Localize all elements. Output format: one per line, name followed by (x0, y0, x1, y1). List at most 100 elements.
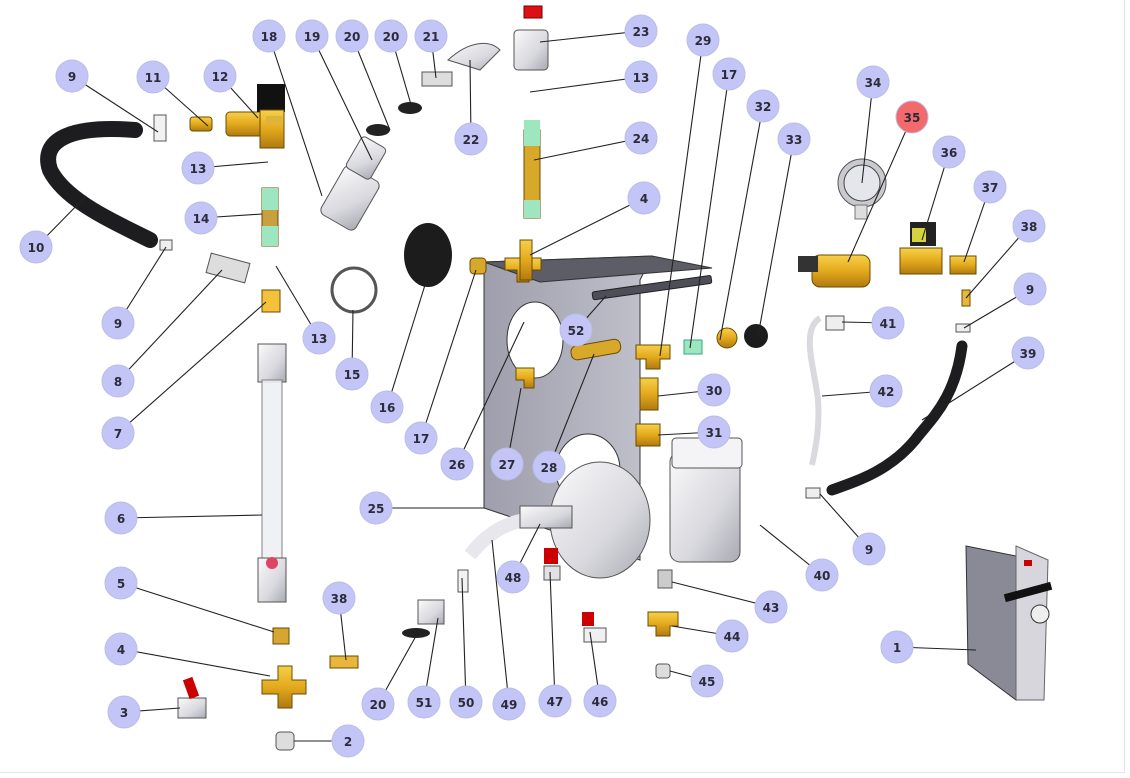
callout-circle[interactable] (777, 122, 811, 156)
callout-circle[interactable] (690, 664, 724, 698)
callout-45-cap[interactable]: 45 (690, 664, 724, 698)
callout-circle[interactable] (932, 135, 966, 169)
callout-circle[interactable] (895, 100, 929, 134)
callout-24-nipple-pipe[interactable]: 24 (624, 121, 658, 155)
callout-52-rail[interactable]: 52 (559, 313, 593, 347)
callout-14-nipple[interactable]: 14 (184, 201, 218, 235)
callout-circle[interactable] (538, 684, 572, 718)
callout-circle[interactable] (203, 59, 237, 93)
callout-23-ball-valve[interactable]: 23 (624, 14, 658, 48)
callout-circle[interactable] (136, 60, 170, 94)
callout-circle[interactable] (532, 450, 566, 484)
callout-41-elbow-connector[interactable]: 41 (871, 306, 905, 340)
callout-circle[interactable] (101, 306, 135, 340)
callout-22-elbow-pipe[interactable]: 22 (454, 122, 488, 156)
callout-25-mounting-plate[interactable]: 25 (359, 491, 393, 525)
callout-20-gasket[interactable]: 20 (361, 687, 395, 721)
callout-circle[interactable] (697, 415, 731, 449)
callout-34-pressure-gauge[interactable]: 34 (856, 65, 890, 99)
callout-12-angle-valve[interactable]: 12 (203, 59, 237, 93)
callout-43-drain-plug[interactable]: 43 (754, 590, 788, 624)
callout-circle[interactable] (19, 230, 53, 264)
callout-circle[interactable] (624, 14, 658, 48)
callout-circle[interactable] (335, 19, 369, 53)
callout-17-nipple[interactable]: 17 (712, 57, 746, 91)
callout-11-hose-barb-fitting[interactable]: 11 (136, 60, 170, 94)
callout-circle[interactable] (322, 581, 356, 615)
callout-16-grommet[interactable]: 16 (370, 390, 404, 424)
callout-18-camlock-coupling[interactable]: 18 (252, 19, 286, 53)
callout-13-washer[interactable]: 13 (181, 151, 215, 185)
callout-26-nipple[interactable]: 26 (440, 447, 474, 481)
callout-20-gasket[interactable]: 20 (374, 19, 408, 53)
callout-circle[interactable] (624, 60, 658, 94)
callout-36-solenoid-valve[interactable]: 36 (932, 135, 966, 169)
callout-38-hose-barb[interactable]: 38 (1012, 209, 1046, 243)
callout-circle[interactable] (627, 181, 661, 215)
callout-circle[interactable] (754, 590, 788, 624)
callout-circle[interactable] (454, 122, 488, 156)
callout-7-reducer-nut[interactable]: 7 (101, 416, 135, 450)
callout-9-hose-clamp[interactable]: 9 (852, 532, 886, 566)
callout-39-hose[interactable]: 39 (1011, 336, 1045, 370)
callout-circle[interactable] (805, 558, 839, 592)
callout-circle[interactable] (331, 724, 365, 758)
callout-circle[interactable] (1012, 209, 1046, 243)
callout-44-tee[interactable]: 44 (715, 619, 749, 653)
callout-1-assembled-unit[interactable]: 1 (880, 630, 914, 664)
callout-8-coupling-cap[interactable]: 8 (101, 364, 135, 398)
callout-4-cross-fitting[interactable]: 4 (627, 181, 661, 215)
callout-circle[interactable] (101, 416, 135, 450)
callout-circle[interactable] (252, 19, 286, 53)
callout-circle[interactable] (869, 374, 903, 408)
callout-circle[interactable] (852, 532, 886, 566)
callout-circle[interactable] (104, 632, 138, 666)
callout-circle[interactable] (492, 687, 526, 721)
callout-circle[interactable] (449, 685, 483, 719)
callout-circle[interactable] (370, 390, 404, 424)
callout-49-suction-hose[interactable]: 49 (492, 687, 526, 721)
callout-10-hose[interactable]: 10 (19, 230, 53, 264)
callout-circle[interactable] (104, 501, 138, 535)
callout-31-adapter[interactable]: 31 (697, 415, 731, 449)
callout-circle[interactable] (871, 306, 905, 340)
callout-30-adapter[interactable]: 30 (697, 373, 731, 407)
callout-circle[interactable] (559, 313, 593, 347)
callout-51-coupling[interactable]: 51 (407, 685, 441, 719)
callout-circle[interactable] (697, 373, 731, 407)
callout-47-drain-valve[interactable]: 47 (538, 684, 572, 718)
callout-35-pressure-switch[interactable]: 35 (895, 100, 929, 134)
callout-37-elbow-fitting[interactable]: 37 (973, 170, 1007, 204)
callout-38-hose-barb[interactable]: 38 (322, 581, 356, 615)
callout-21-coupling-clip[interactable]: 21 (414, 19, 448, 53)
callout-circle[interactable] (880, 630, 914, 664)
callout-circle[interactable] (715, 619, 749, 653)
callout-circle[interactable] (490, 447, 524, 481)
callout-4-cross-fitting[interactable]: 4 (104, 632, 138, 666)
callout-13-washer[interactable]: 13 (624, 60, 658, 94)
callout-9-hose-clamp[interactable]: 9 (1013, 272, 1047, 306)
callout-circle[interactable] (184, 201, 218, 235)
callout-50-plug[interactable]: 50 (449, 685, 483, 719)
callout-circle[interactable] (295, 19, 329, 53)
callout-29-tee-fitting[interactable]: 29 (686, 23, 720, 57)
callout-48-hose-fitting[interactable]: 48 (496, 560, 530, 594)
callout-9-hose-clamp[interactable]: 9 (101, 306, 135, 340)
callout-circle[interactable] (973, 170, 1007, 204)
callout-circle[interactable] (359, 491, 393, 525)
callout-17-nipple[interactable]: 17 (404, 421, 438, 455)
callout-circle[interactable] (686, 23, 720, 57)
callout-circle[interactable] (712, 57, 746, 91)
callout-circle[interactable] (583, 684, 617, 718)
callout-6-sight-glass[interactable]: 6 (104, 501, 138, 535)
callout-circle[interactable] (1013, 272, 1047, 306)
callout-46-ball-valve[interactable]: 46 (583, 684, 617, 718)
callout-circle[interactable] (302, 321, 336, 355)
callout-5-nipple[interactable]: 5 (104, 566, 138, 600)
callout-circle[interactable] (414, 19, 448, 53)
callout-circle[interactable] (101, 364, 135, 398)
callout-circle[interactable] (107, 695, 141, 729)
callout-circle[interactable] (181, 151, 215, 185)
callout-circle[interactable] (624, 121, 658, 155)
callout-circle[interactable] (55, 59, 89, 93)
